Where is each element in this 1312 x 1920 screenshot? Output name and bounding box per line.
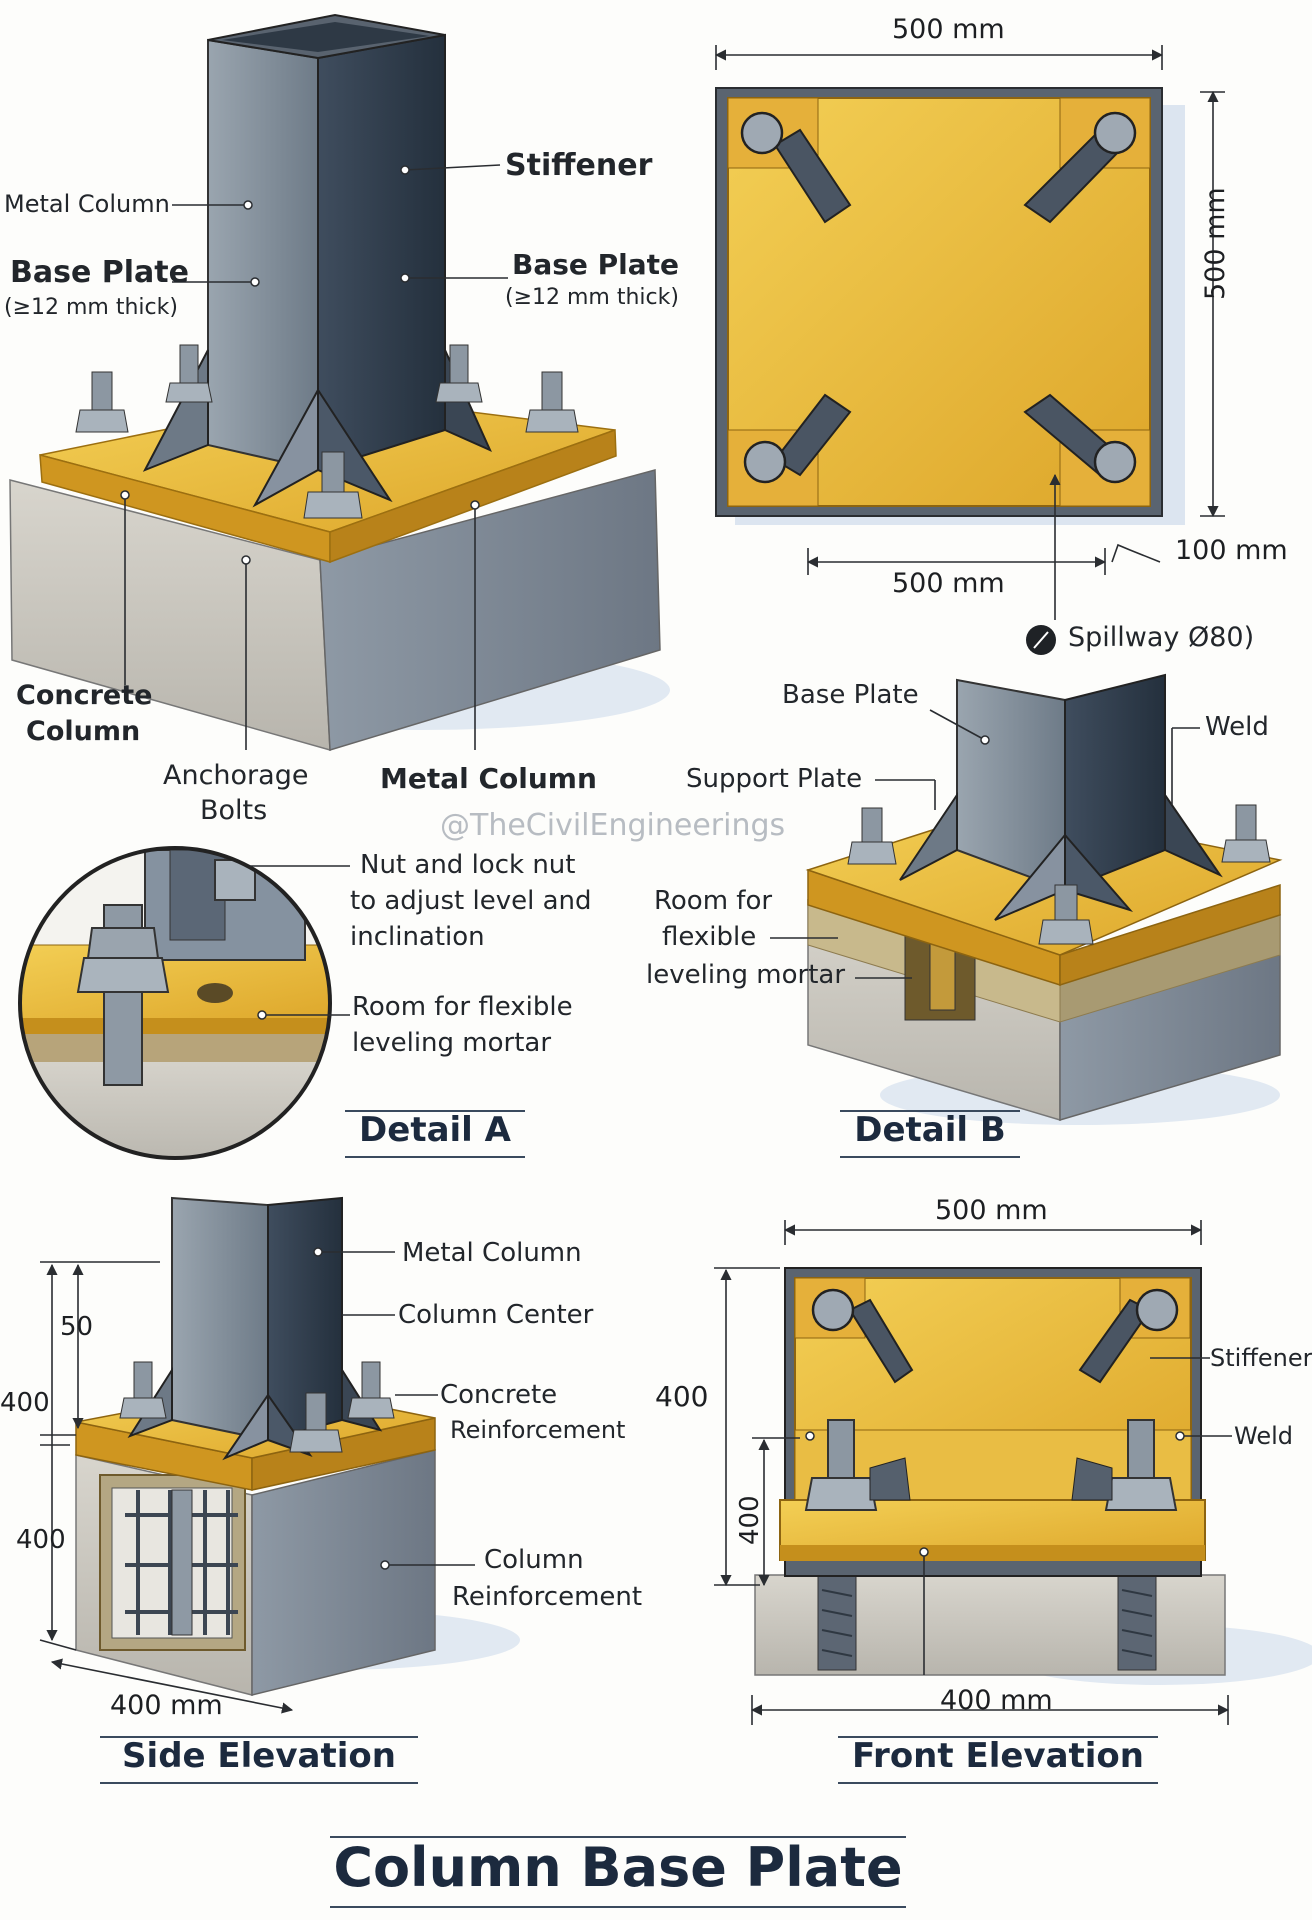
detail-a-dot [257,1010,267,1020]
detail-a-circle [18,846,332,1160]
diagram-stage: @TheCivilEngineerings Metal Column Base … [0,13,1312,1908]
watermark: @TheCivilEngineerings [440,808,786,843]
iso-concrete-side [319,469,661,751]
front-dim-inner: 400 [735,1495,765,1545]
detail-b-view [805,673,1283,1125]
page-title: Column Base Plate [333,1836,903,1899]
front-dot [1175,1431,1185,1441]
label-support-plate: Support Plate [686,764,863,794]
label-front-stiffener: Stiffener [1210,1344,1312,1372]
front-elevation-view [754,1267,1312,1685]
plan-dim-right: 500 mm [1200,187,1231,300]
plan-stiffener [773,128,852,224]
detail-a-view [18,846,332,1160]
side-dimensions [39,1251,475,1714]
plan-bolt [743,440,787,484]
label-nut-3: inclination [350,922,485,952]
front-dim-left: 400 [655,1380,709,1413]
front-dot [805,1431,815,1441]
iso-column-hollow [222,22,430,52]
side-dot [313,1247,323,1257]
label-detail-b-weld: Weld [1205,712,1269,742]
label-spillway: Spillway Ø80) [1068,622,1255,653]
front-dimensions [714,1220,1232,1725]
detail-b-dot [980,735,990,745]
label-side-concrete: Concrete [440,1380,558,1410]
label-metal-column-top: Metal Column [4,190,170,218]
plan-dim-offset: 100 mm [1175,535,1288,566]
plan-dim-top: 500 mm [892,14,1005,45]
label-anchorage-1: Anchorage [163,760,309,791]
heading-detail-b-rule [840,1156,1020,1158]
heading-detail-b-rule [840,1110,1020,1112]
plan-bolt [1093,111,1137,155]
label-base-plate-right: Base Plate [512,248,680,281]
plan-bolt [740,111,784,155]
iso-bolt [75,371,129,433]
heading-side-rule [100,1736,418,1738]
front-dim-top: 500 mm [935,1195,1048,1226]
heading-front-elevation: Front Elevation [852,1736,1144,1776]
iso-column-side [317,33,446,472]
label-nut-1: Nut and lock nut [360,850,576,880]
label-side-reinforcement: Reinforcement [450,1416,626,1444]
heading-front-rule [838,1782,1158,1784]
label-base-plate-right-thick: (≥12 mm thick) [505,285,679,310]
detail-b-leaders [770,709,1200,979]
iso-bolt [165,344,213,403]
side-dot [380,1560,390,1570]
label-side-metal-column: Metal Column [402,1238,582,1268]
heading-detail-b: Detail B [854,1110,1006,1150]
side-dim-400-top: 400 [0,1388,50,1418]
plan-stiffener [773,393,852,477]
label-anchorage-2: Bolts [200,795,268,826]
page-title-rule [330,1836,906,1838]
label-concrete-column-1: Concrete [16,680,153,711]
label-room-b-3: leveling mortar [646,960,846,990]
side-dim-50: 50 [60,1312,94,1342]
label-concrete-column-2: Column [26,716,141,747]
label-room-b-1: Room for [654,886,773,916]
label-room-a-2: leveling mortar [352,1028,552,1058]
side-elevation-view [75,1196,520,1696]
iso-bolt [525,371,579,433]
side-dim-400-mid: 400 [16,1525,66,1555]
plan-view [715,87,1185,525]
label-side-column-center: Column Center [398,1300,594,1330]
label-side-column-reinforcement: Reinforcement [452,1582,643,1612]
label-front-weld: Weld [1234,1422,1293,1450]
iso-bolt [435,344,483,403]
plan-bolt [1093,440,1137,484]
iso-column-front [207,38,319,472]
label-base-plate-left-thick: (≥12 mm thick) [4,295,178,320]
heading-detail-a: Detail A [359,1110,511,1150]
diagram-artwork [9,13,1312,1725]
heading-side-elevation: Side Elevation [122,1736,396,1776]
label-base-plate-left: Base Plate [10,255,189,290]
label-metal-column-bottom: Metal Column [380,762,597,795]
label-room-a-1: Room for flexible [352,992,573,1022]
front-dim-bottom: 400 mm [940,1685,1053,1716]
label-room-b-2: flexible [662,922,757,952]
detail-a-leaders [250,865,350,1016]
heading-detail-a-rule [345,1110,525,1112]
spillway-icon-slash [1033,631,1049,649]
iso-leader-dots [120,165,480,565]
iso-base-plate-side [329,428,617,564]
heading-front-rule [838,1736,1158,1738]
label-nut-2: to adjust level and [350,886,592,916]
plan-dimensions [714,45,1225,620]
label-side-column: Column [484,1545,584,1575]
side-dim-400-bottom: 400 mm [110,1690,223,1721]
label-detail-b-base-plate: Base Plate [782,680,919,710]
iso-view [9,13,670,752]
heading-side-rule [100,1782,418,1784]
page-title-rule [330,1906,906,1908]
front-dot [919,1547,929,1557]
heading-detail-a-rule [345,1156,525,1158]
iso-leaders [124,164,508,750]
plan-dim-bottom: 500 mm [892,568,1005,599]
iso-bolt [303,451,363,519]
label-stiffener: Stiffener [505,148,653,183]
